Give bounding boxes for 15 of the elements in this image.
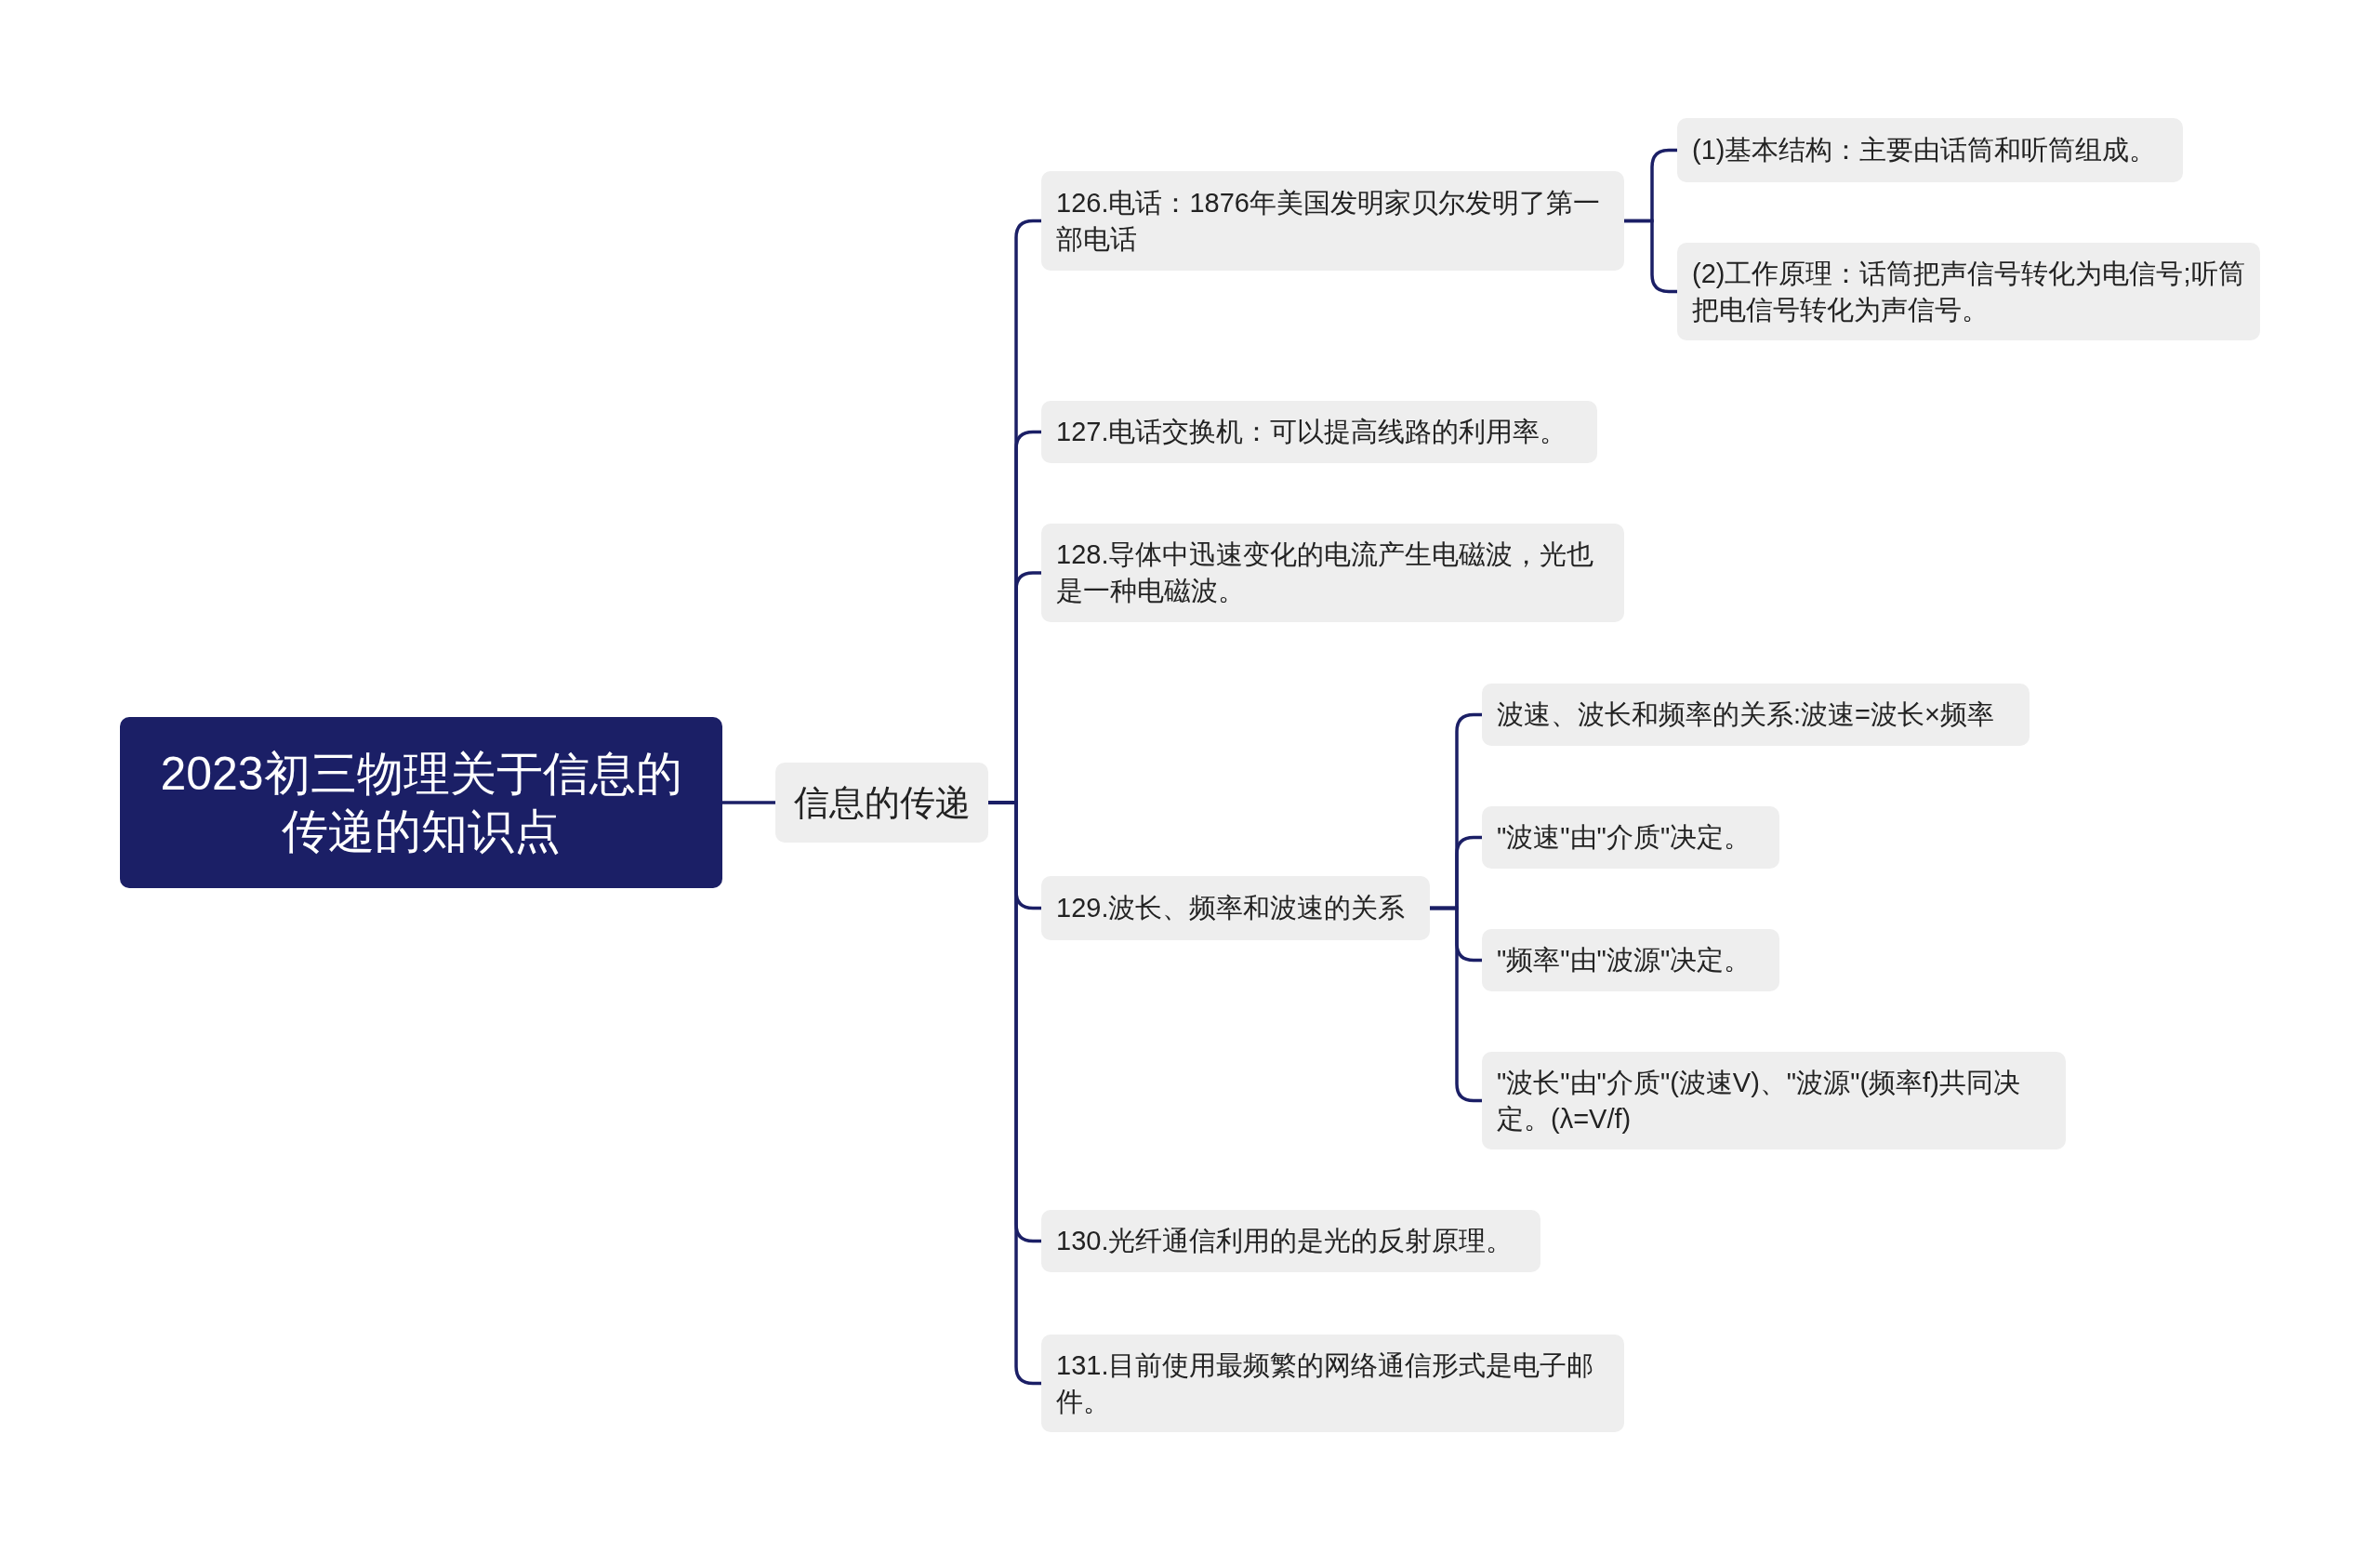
topic-box: (1)基本结构：主要由话筒和听筒组成。 xyxy=(1677,118,2183,182)
topic-box: 130.光纤通信利用的是光的反射原理。 xyxy=(1041,1210,1540,1272)
root-topic-box: 2023初三物理关于信息的传递的知识点 xyxy=(120,717,722,888)
connector-line xyxy=(722,801,775,804)
topic-box: 129.波长、频率和波速的关系 xyxy=(1041,876,1430,940)
topic-box: 信息的传递 xyxy=(775,763,988,843)
topic-box: 波速、波长和频率的关系:波速=波长×频率 xyxy=(1482,684,2030,746)
topic-box: 126.电话：1876年美国发明家贝尔发明了第一部电话 xyxy=(1041,171,1624,271)
topic-box: 127.电话交换机：可以提高线路的利用率。 xyxy=(1041,401,1597,463)
topic-box: (2)工作原理：话筒把声信号转化为电信号;听筒把电信号转化为声信号。 xyxy=(1677,243,2260,340)
topic-box: "波速"由"介质"决定。 xyxy=(1482,806,1779,869)
topic-box: 131.目前使用最频繁的网络通信形式是电子邮件。 xyxy=(1041,1335,1624,1432)
topic-box: 128.导体中迅速变化的电流产生电磁波，光也是一种电磁波。 xyxy=(1041,524,1624,622)
topic-box: "频率"由"波源"决定。 xyxy=(1482,929,1779,991)
topic-box: "波长"由"介质"(波速V)、"波源"(频率f)共同决定。(λ=V/f) xyxy=(1482,1052,2066,1149)
